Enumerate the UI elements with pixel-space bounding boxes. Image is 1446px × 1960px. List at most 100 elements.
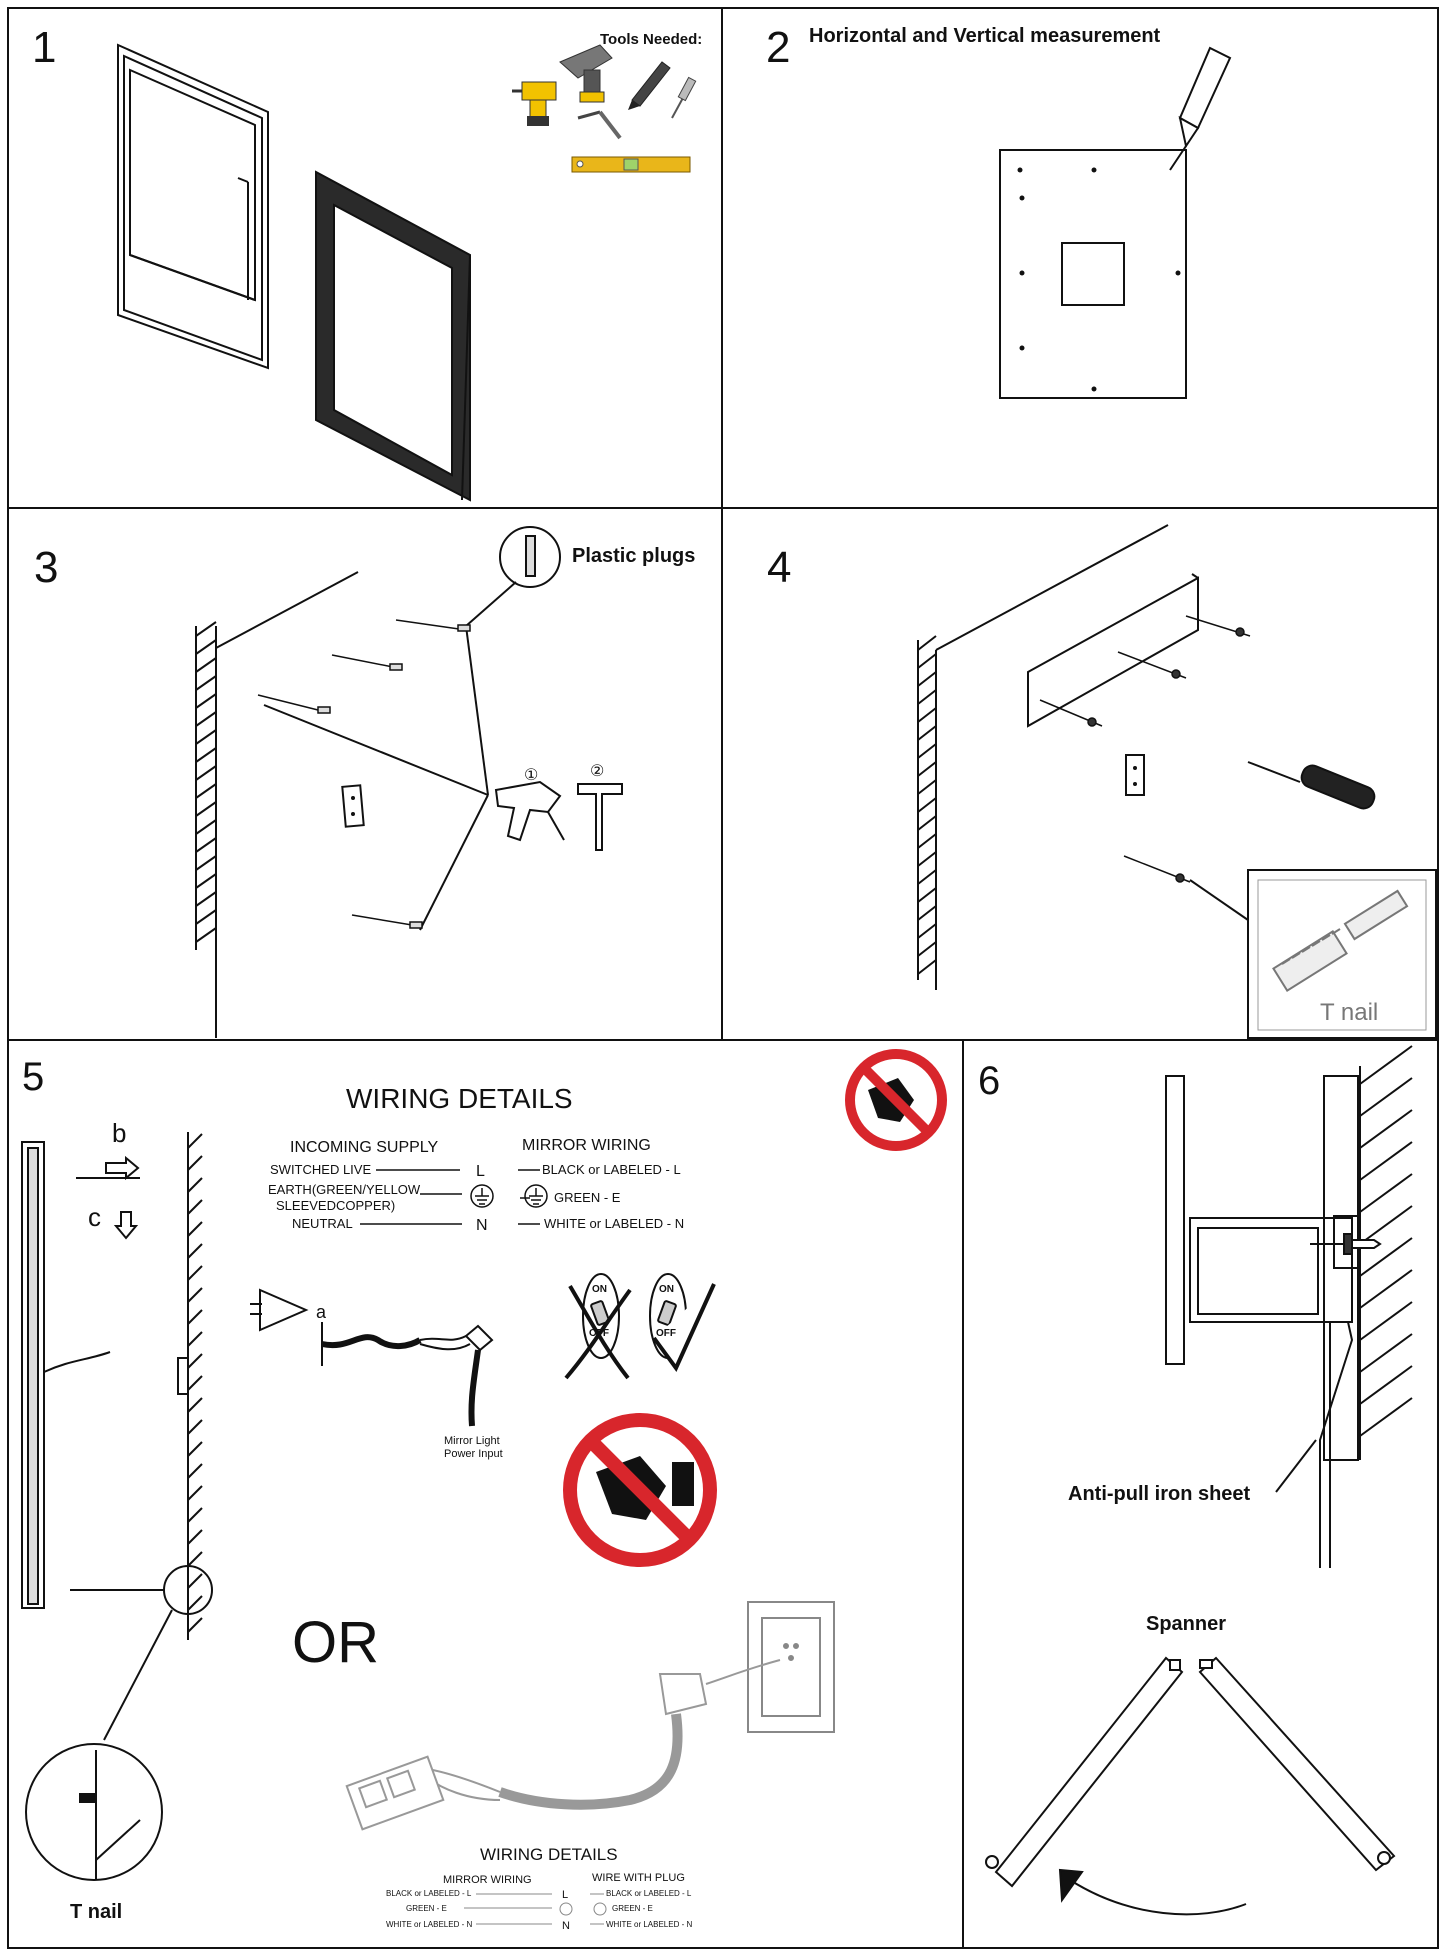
panel-2: 2 Horizontal and Vertical measurement — [766, 23, 1232, 399]
ground-symbol-icon — [470, 1184, 494, 1208]
measurement-title: Horizontal and Vertical measurement — [809, 25, 1161, 47]
wall-side-view — [25, 1132, 213, 1881]
wall-outlet-icon — [747, 1601, 835, 1733]
wall-anchor-icon — [577, 110, 622, 140]
spanner-drawing — [985, 1656, 1396, 1916]
bottom-wiring-lines — [464, 1893, 607, 1925]
tool-marker-2: ② — [590, 763, 604, 780]
bottom-white-n: WHITE or LABELED - N — [386, 1920, 472, 1929]
mirror-cabinet-drawing — [117, 43, 269, 370]
arrow-down-icon — [113, 1211, 139, 1240]
panel-1: 1 Tools Needed: — [32, 23, 702, 502]
green-e: GREEN - E — [554, 1190, 621, 1205]
switch-on-icon — [649, 1273, 716, 1372]
plug-callout — [465, 526, 561, 627]
panel-3: 3 Plastic plugs — [34, 526, 695, 1038]
arrow-right-icon — [76, 1155, 140, 1181]
outlet-icon — [341, 784, 365, 828]
screw-gun-icon — [559, 44, 613, 103]
step-number-3: 3 — [34, 543, 58, 592]
wiring-title: WIRING DETAILS — [346, 1083, 573, 1114]
bottom-green-e: GREEN - E — [406, 1904, 447, 1913]
bottom-black-l: BLACK or LABELED - L — [386, 1889, 472, 1898]
bottom-plug-green: GREEN - E — [612, 1904, 653, 1913]
letter-n: N — [476, 1217, 488, 1234]
spanner-label: Spanner — [1146, 1613, 1226, 1635]
step-number-2: 2 — [766, 23, 790, 72]
tnail-icon — [1272, 889, 1409, 992]
wall-template-drawing — [999, 149, 1187, 399]
panel-6: 6 Anti-pull iron sheet Spanner — [978, 1045, 1413, 1916]
mirror-wiring-header: MIRROR WIRING — [522, 1137, 651, 1154]
step-number-6: 6 — [978, 1059, 1000, 1103]
switch-off-icon — [564, 1273, 632, 1380]
black-labeled-l: BLACK or LABELED - L — [542, 1162, 681, 1177]
panel-5: 5 b c T nail WIRING D — [21, 1049, 947, 1932]
bottom-wiring-title: WIRING DETAILS — [480, 1845, 618, 1864]
pencil-icon — [628, 61, 671, 110]
arrow-b-label: b — [112, 1118, 126, 1148]
panel-grid — [7, 7, 1439, 1949]
step-number-1: 1 — [32, 23, 56, 72]
tnail-inset: T nail — [1247, 869, 1437, 1039]
mounting-bracket — [1027, 573, 1199, 728]
switch-on-label-1: ON — [592, 1284, 607, 1295]
no-touch-warning-icon-large — [563, 1413, 717, 1567]
step-number-5: 5 — [22, 1055, 44, 1099]
wiring-lines — [360, 1169, 540, 1225]
arrow-c-label: c — [88, 1202, 101, 1232]
bottom-plug-header: WIRE WITH PLUG — [592, 1872, 685, 1884]
neutral: NEUTRAL — [292, 1216, 353, 1231]
spirit-level-icon — [571, 156, 691, 173]
earth-line-2: SLEEVEDCOPPER) — [276, 1198, 395, 1213]
switch-on-label-2: ON — [659, 1284, 674, 1295]
screwdriver-icon-4 — [1247, 761, 1376, 810]
mirror-frame-drawing — [315, 170, 471, 502]
white-labeled-n: WHITE or LABELED - N — [544, 1216, 684, 1231]
tnail-label-5: T nail — [70, 1901, 122, 1923]
wall-drawing-4 — [917, 524, 1169, 990]
or-text: OR — [292, 1610, 379, 1675]
screwdriver-icon — [671, 76, 697, 119]
connector-wiring-illustration — [250, 1288, 494, 1427]
earth-line-1: EARTH(GREEN/YELLOW — [268, 1182, 421, 1197]
bottom-letter-l: L — [562, 1889, 568, 1901]
wall-hatch-6 — [1359, 1045, 1413, 1460]
hammer-icon — [577, 783, 623, 851]
power-input-line-2: Power Input — [444, 1448, 503, 1460]
screws-4 — [1039, 615, 1251, 883]
drill-tool-icon — [494, 780, 565, 842]
bottom-plug-white: WHITE or LABELED - N — [606, 1920, 692, 1929]
bottom-mirror-header: MIRROR WIRING — [443, 1874, 532, 1886]
plastic-plugs-label: Plastic plugs — [572, 545, 695, 567]
screw-anchors — [257, 619, 471, 929]
ground-symbol-icon-2 — [524, 1184, 548, 1208]
marker-pen-icon — [1169, 46, 1232, 171]
step-number-4: 4 — [767, 543, 791, 592]
letter-l: L — [476, 1163, 485, 1180]
plug-cable-illustration — [345, 1659, 781, 1831]
drill-lines — [263, 625, 489, 931]
mirror-side-view — [21, 1141, 111, 1609]
anti-pull-label: Anti-pull iron sheet — [1068, 1483, 1251, 1505]
power-input-line-1: Mirror Light — [444, 1435, 500, 1447]
tools-title: Tools Needed: — [600, 31, 702, 48]
bracket-section-drawing — [1165, 1075, 1378, 1568]
wall-drawing — [195, 571, 359, 1038]
mark-dots — [1017, 167, 1181, 392]
bottom-plug-black: BLACK or LABELED - L — [606, 1889, 692, 1898]
marker-a: a — [316, 1302, 327, 1322]
switched-live: SWITCHED LIVE — [270, 1162, 371, 1177]
incoming-supply-header: INCOMING SUPPLY — [290, 1139, 439, 1156]
drill-icon — [512, 81, 557, 126]
tnail-pointer — [1189, 879, 1249, 921]
tool-marker-1: ① — [524, 767, 538, 784]
outlet-icon-4 — [1125, 754, 1145, 796]
panel-4: 4 — [767, 524, 1437, 1039]
screw-icon-6 — [1343, 1233, 1382, 1255]
switch-off-label-1: OFF — [589, 1328, 609, 1339]
no-touch-warning-icon — [845, 1049, 947, 1151]
switch-off-label-2: OFF — [656, 1328, 676, 1339]
anti-pull-pointer — [1275, 1439, 1317, 1493]
